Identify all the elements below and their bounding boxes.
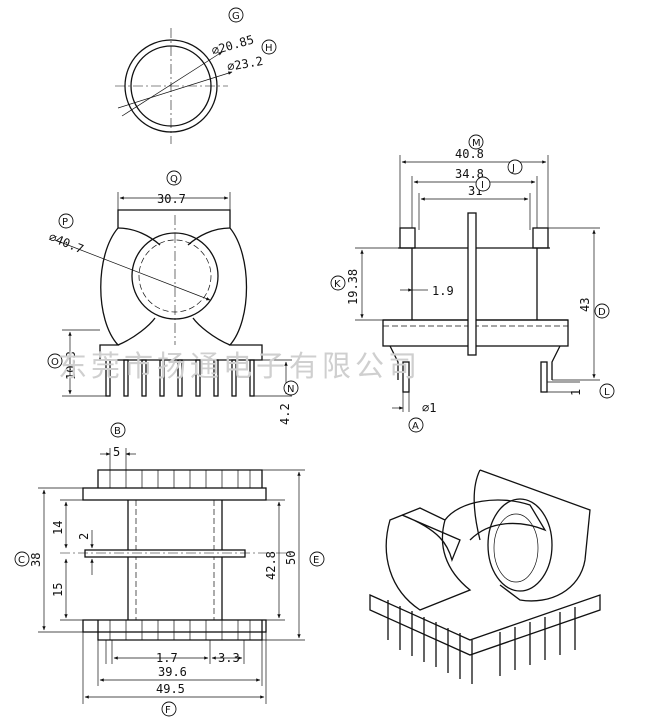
callout-h: H (261, 39, 277, 55)
svg-text:B: B (114, 426, 121, 437)
callout-c: C (14, 551, 30, 567)
ring-section-view: ⌀20.85 ⌀23.2 G H (115, 7, 277, 144)
callout-e: E (309, 551, 325, 567)
dim-width-39-6: 39.6 (158, 665, 187, 679)
callout-g: G (228, 7, 244, 23)
callout-k: K (330, 275, 346, 291)
svg-text:G: G (232, 11, 240, 22)
callout-q: Q (166, 170, 182, 186)
svg-text:N: N (287, 384, 294, 395)
dim-lower-height: 15 (51, 583, 65, 597)
svg-text:A: A (412, 421, 419, 432)
dim-flange-diameter: ⌀40.7 (47, 230, 86, 257)
watermark-text: 东莞市扬通电子有限公司 (58, 349, 421, 383)
callout-f: F (161, 701, 177, 717)
svg-text:D: D (598, 307, 606, 318)
dim-pin-length: 4.2 (278, 403, 292, 425)
callout-b: B (110, 422, 126, 438)
callout-m: M (468, 134, 484, 150)
svg-text:P: P (62, 217, 68, 228)
dim-divider: 2 (77, 533, 91, 540)
svg-text:Q: Q (170, 174, 178, 185)
dim-outer-diameter: ⌀23.2 (226, 54, 264, 74)
svg-text:H: H (265, 43, 273, 54)
dim-span-42-8: 42.8 (264, 551, 278, 580)
dim-width-49-5: 49.5 (156, 682, 185, 696)
callout-n: N (283, 380, 299, 396)
front-view: 30.7 ⌀40.7 10.3 4.2 Q P O N (47, 170, 299, 425)
side-view: 40.8 34.8 31 19.38 1.9 43 ⌀1 1 M (330, 134, 615, 433)
callout-p: P (58, 213, 74, 229)
dim-width-total: 40.8 (455, 147, 484, 161)
bottom-view: 5 38 14 2 15 42.8 50 1.7 3.3 (14, 422, 325, 717)
svg-text:F: F (165, 705, 171, 716)
dim-pin-diameter: ⌀1 (422, 401, 436, 415)
dim-height: 43 (578, 298, 592, 312)
svg-text:J: J (511, 163, 515, 174)
dim-pin-step: 1 (569, 389, 583, 396)
dim-wall: 1.9 (432, 284, 454, 298)
callout-j: J (507, 159, 523, 175)
dim-pitch: 5 (113, 445, 120, 459)
svg-text:O: O (51, 357, 59, 368)
callout-i: I (475, 176, 491, 192)
dim-span-38: 38 (29, 553, 43, 567)
dim-span-50: 50 (284, 551, 298, 565)
callout-a: A (408, 417, 424, 433)
callout-o: O (47, 353, 63, 369)
dim-top-width: 30.7 (157, 192, 186, 206)
svg-text:I: I (481, 180, 484, 191)
svg-text:E: E (313, 555, 319, 566)
svg-text:M: M (472, 138, 481, 149)
dim-p-3-3: 3.3 (218, 651, 240, 665)
svg-text:L: L (604, 387, 610, 398)
svg-text:C: C (18, 555, 25, 566)
dim-core-height: 19.38 (346, 269, 360, 305)
dim-inner-diameter: ⌀20.85 (210, 32, 256, 57)
dim-slot-height: 14 (51, 521, 65, 535)
svg-text:K: K (334, 279, 341, 290)
dim-p-1-7: 1.7 (156, 651, 178, 665)
callout-l: L (599, 383, 615, 399)
dim-pin-height: 10.3 (64, 351, 78, 380)
dim-width-mid: 34.8 (455, 167, 484, 181)
isometric-view (369, 469, 601, 684)
callout-d: D (594, 303, 610, 319)
front-pins (105, 359, 255, 397)
